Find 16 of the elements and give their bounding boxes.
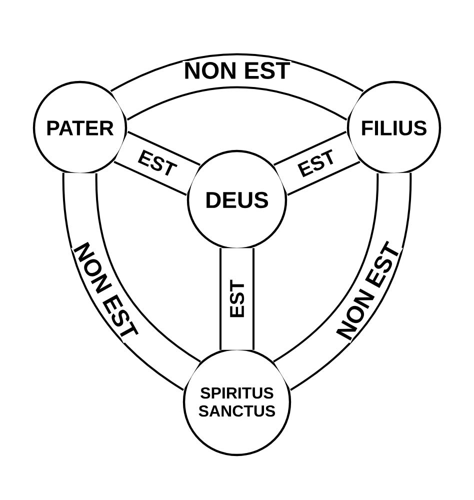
circle-node: DEUS — [186, 150, 288, 250]
band-connector — [272, 172, 412, 390]
band-connector — [220, 248, 254, 350]
edge-label: EST — [135, 148, 180, 180]
edge-label: NON EST — [334, 239, 403, 344]
band-connector — [273, 130, 360, 196]
band-connector — [114, 130, 201, 196]
band-connector — [62, 172, 202, 390]
band-connector — [110, 53, 364, 121]
edge-label: EST — [294, 148, 339, 180]
circle-node: FILIUS — [346, 80, 442, 176]
edge-label: EST — [228, 278, 246, 320]
circle-node: SPIRITUS SANCTUS — [182, 348, 292, 456]
edge-label: NON EST — [71, 239, 140, 344]
circle-node: PATER — [32, 80, 128, 176]
edge-label: NON EST — [182, 60, 292, 80]
